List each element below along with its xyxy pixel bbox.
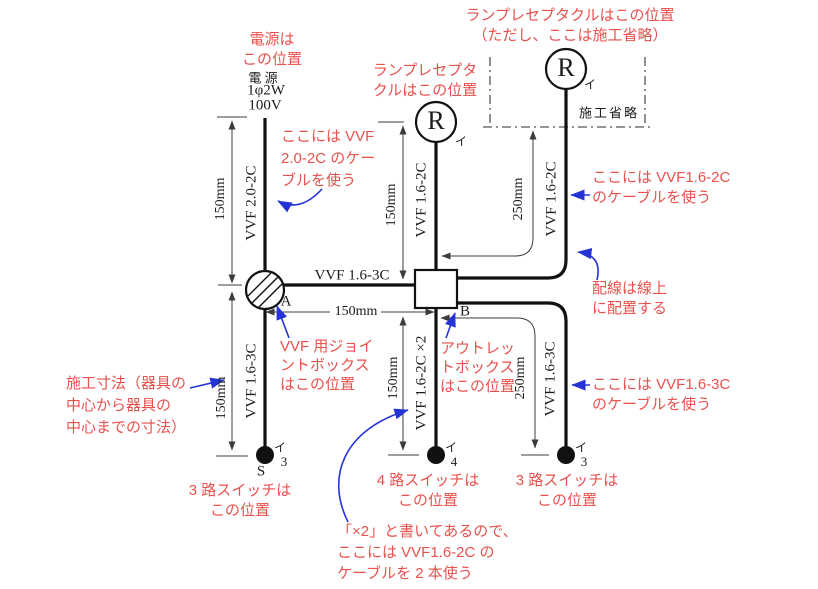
arrow-on-line — [577, 248, 599, 281]
dim-250mm-right-bottom: 250mm — [513, 356, 528, 400]
circuit-mark-lamp-omitted: イ — [583, 77, 597, 92]
switch4-symbol — [427, 446, 445, 464]
power-system-label: 1φ2W — [247, 82, 285, 99]
cable-label-vvf16-3c-right: VVF 1.6-3C — [542, 341, 559, 417]
lamp-letter-mid: R — [427, 106, 445, 135]
dim-150mm-mid-bottom: 150mm — [386, 356, 401, 400]
arrow-outlet-box — [445, 312, 456, 339]
switch3-left-symbol — [256, 446, 274, 464]
wire-outlet-to-switch3-right — [457, 301, 568, 446]
dim-150mm-left-bottom: 150mm — [214, 376, 229, 420]
note-switch3-left: 3 路スイッチはこの位置 — [188, 482, 292, 519]
cable-label-vvf16-3c-h: VVF 1.6-3C — [314, 267, 390, 284]
wire-outlet-to-lamp-omitted — [457, 89, 568, 280]
dim-150mm-horizontal: 150mm — [334, 304, 378, 319]
power-voltage-label: 100V — [248, 97, 282, 114]
lamp-letter-omitted: R — [557, 53, 575, 82]
note-lamp-mid: ランプレセプタクルはこの位置 — [372, 62, 478, 99]
dim-150mm-mid-top: 150mm — [384, 183, 399, 227]
switch3-right-number: 3 — [580, 454, 588, 469]
circuit-mark-sw3-left: イ — [273, 440, 287, 455]
note-wiring-on-line: 配線は線上に配置する — [592, 280, 668, 317]
switch3-right-symbol — [557, 446, 575, 464]
note-power-position: 電源はこの位置 — [241, 31, 303, 68]
joint-box-letter-a: A — [280, 293, 292, 310]
note-lamp-top: ランプレセプタクルはこの位置（ただし、ここは施工省略） — [465, 7, 675, 44]
outlet-box-letter-b: B — [459, 303, 471, 320]
dimension-lines — [216, 116, 549, 457]
cable-label-vvf16-2c-x2: VVF 1.6-2C ×2 — [413, 335, 430, 431]
cable-label-vvf16-3c-left: VVF 1.6-3C — [243, 343, 260, 419]
cable-label-vvf16-2c-mid: VVF 1.6-2C — [413, 162, 430, 238]
cable-wires — [263, 89, 568, 447]
note-joint-box: VVF 用ジョイントボックスはこの位置 — [280, 338, 374, 393]
dim-150mm-left-top: 150mm — [213, 177, 228, 221]
note-outlet-box: アウトレットボックスはこの位置 — [440, 340, 516, 395]
switch-s-label: S — [256, 463, 266, 480]
annotation-arrows — [189, 188, 599, 523]
outlet-box-symbol — [413, 268, 459, 310]
circuit-mark-sw4: イ — [444, 440, 458, 455]
power-source-label: 電 源 — [248, 70, 278, 86]
note-switch4: 4 路スイッチはこの位置 — [376, 472, 480, 509]
circuit-mark-lamp-mid: イ — [454, 134, 468, 149]
arrow-x2 — [338, 408, 409, 523]
circuit-mark-sw3-right: イ — [574, 440, 588, 455]
arrow-dim-note — [189, 377, 225, 389]
switch4-number: 4 — [450, 454, 458, 469]
cable-label-vvf20-2c: VVF 2.0-2C — [243, 165, 260, 241]
note-x2-cables: 「×2」と書いてあるので、ここには VVF1.6-2C のケーブルを 2 本使う — [337, 523, 518, 582]
omitted-label: 施工省略 — [578, 105, 640, 121]
arrow-joint-box — [276, 305, 290, 339]
note-dimension-rule: 施工寸法（器具の中心から器具の中心までの寸法） — [66, 375, 187, 436]
dim-250mm-right-top: 250mm — [511, 177, 526, 221]
joint-box-symbol — [244, 269, 286, 311]
arrow-cable20 — [277, 188, 323, 213]
cable-label-vvf16-2c-right: VVF 1.6-2C — [543, 161, 560, 237]
lamp-receptacle-omitted-symbol — [544, 47, 588, 91]
note-switch3-right: 3 路スイッチはこの位置 — [515, 472, 619, 509]
switch3-left-number: 3 — [280, 454, 288, 469]
